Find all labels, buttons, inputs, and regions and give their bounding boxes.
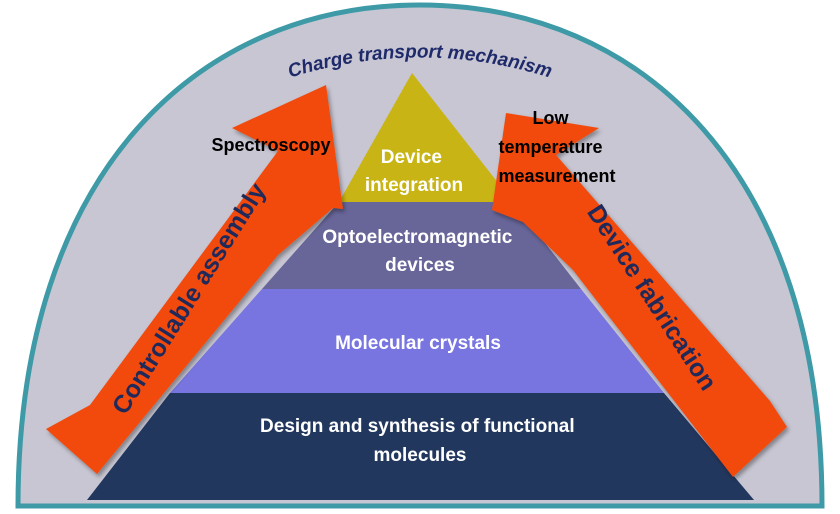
side-label-low-temperature: Low temperature measurement <box>498 108 615 186</box>
tier-label-design-synthesis: Design and synthesis of functional molec… <box>260 416 580 466</box>
tier-label-device-integration: Device integration <box>365 147 463 196</box>
tier-device-integration <box>339 73 513 202</box>
left-arrow <box>46 85 343 474</box>
tier-optoelectromagnetic-devices <box>262 202 581 289</box>
tier-label-molecular-crystals: Molecular crystals <box>335 333 501 354</box>
side-label-spectroscopy: Spectroscopy <box>211 135 330 155</box>
right-arrow <box>492 113 787 477</box>
tier-label-optoelectromagnetic: Optoelectromagnetic devices <box>322 227 517 276</box>
tier-molecular-crystals <box>170 289 664 393</box>
tier-design-synthesis <box>87 393 754 500</box>
